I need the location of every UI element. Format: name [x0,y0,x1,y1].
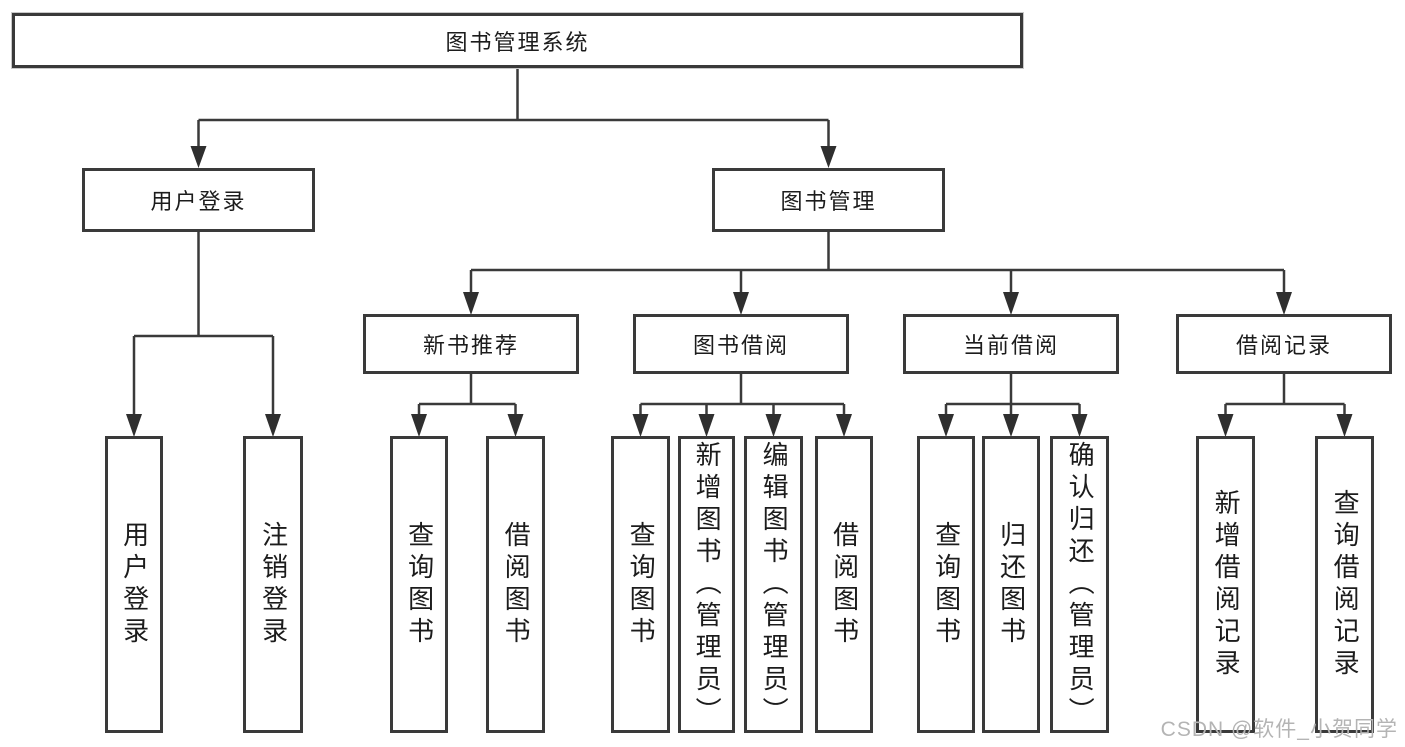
node-label: 图书管理 [780,189,877,214]
leaf-borrow-books-recommend: 借阅图书 [486,436,545,733]
leaf-user-login: 用户登录 [105,436,163,733]
node-label: 新书推荐 [422,333,519,358]
leaf-label: 归还图书 [996,520,1027,649]
leaf-label: 新增图书（管理员） [692,440,723,729]
leaf-label: 确认归还（管理员） [1065,440,1096,729]
leaf-query-borrow-record: 查询借阅记录 [1315,436,1374,733]
leaf-label: 借阅图书 [829,520,860,649]
node-label: 图书管理系统 [445,29,590,55]
arrowhead-icons [126,146,1353,437]
node-user-login: 用户登录 [82,168,315,232]
leaf-label: 查询图书 [626,520,657,649]
csdn-watermark: CSDN @软件_小贺同学 [1160,718,1398,741]
leaf-label: 新增借阅记录 [1211,488,1242,681]
leaf-label: 查询图书 [931,520,962,649]
leaf-query-books-recommend: 查询图书 [390,436,448,733]
node-current-borrowing: 当前借阅 [903,314,1119,374]
node-root-system: 图书管理系统 [12,13,1023,68]
node-label: 当前借阅 [962,333,1059,358]
leaf-query-books-borrow: 查询图书 [611,436,670,733]
leaf-query-books-current: 查询图书 [917,436,975,733]
leaf-label: 查询借阅记录 [1330,488,1361,681]
node-new-book-recommend: 新书推荐 [363,314,579,374]
node-borrowing-records: 借阅记录 [1176,314,1392,374]
leaf-label: 借阅图书 [501,520,532,649]
leaf-confirm-return-admin: 确认归还（管理员） [1050,436,1109,733]
leaf-edit-book-admin: 编辑图书（管理员） [744,436,803,733]
node-label: 用户登录 [150,189,247,214]
leaf-logout: 注销登录 [243,436,303,733]
leaf-label: 注销登录 [258,520,289,649]
leaf-add-borrow-record: 新增借阅记录 [1196,436,1255,733]
leaf-borrow-books: 借阅图书 [815,436,873,733]
leaf-add-book-admin: 新增图书（管理员） [678,436,735,733]
node-label: 借阅记录 [1235,333,1332,358]
leaf-return-books: 归还图书 [982,436,1040,733]
node-label: 图书借阅 [692,333,789,358]
node-book-borrowing: 图书借阅 [633,314,849,374]
node-book-management: 图书管理 [712,168,945,232]
leaf-label: 编辑图书（管理员） [759,440,790,729]
leaf-label: 查询图书 [404,520,435,649]
tree-edges [132,68,1346,418]
leaf-label: 用户登录 [119,520,150,649]
